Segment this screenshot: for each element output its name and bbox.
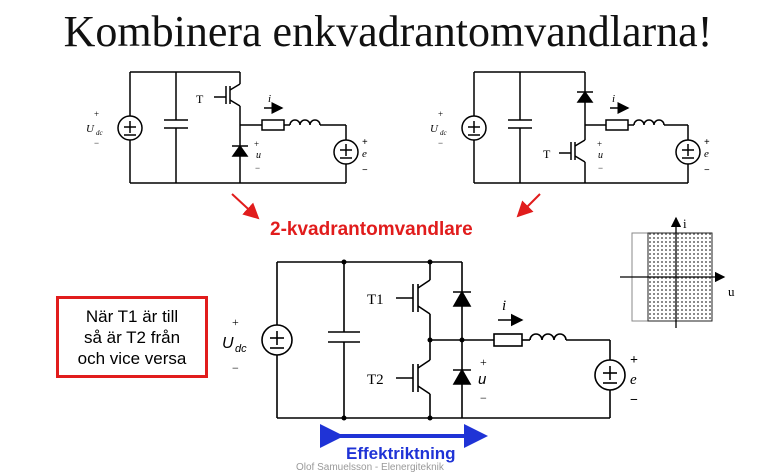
svg-text:−: −	[232, 361, 239, 375]
note-line: så är T2 från	[83, 328, 181, 347]
bottom-source-label: U	[222, 335, 234, 352]
right-voltage-label: u	[598, 150, 603, 161]
bottom-emf-label: e	[630, 372, 637, 388]
right-source-label: U	[430, 123, 439, 135]
bottom-voltage-label: u	[478, 371, 487, 388]
buck-converter-circuit	[117, 71, 359, 184]
svg-text:−: −	[362, 165, 368, 176]
quadrant-y-label: i	[683, 216, 687, 231]
boost-converter-circuit	[461, 71, 701, 184]
right-source-sub: dc	[440, 129, 448, 137]
right-current-label: i	[612, 93, 615, 105]
svg-text:−: −	[94, 138, 99, 148]
svg-text:+: +	[630, 353, 638, 368]
right-switch-label: T	[543, 147, 551, 161]
svg-text:−: −	[255, 163, 260, 173]
svg-text:+: +	[232, 315, 239, 329]
svg-text:+: +	[362, 137, 368, 148]
t1-label: T1	[367, 292, 384, 308]
power-direction-label: Effektriktning	[346, 444, 456, 463]
red-arrow-right	[516, 193, 541, 218]
footer-text: Olof Samuelsson - Elenergiteknik	[296, 462, 444, 473]
red-arrow-left	[231, 193, 260, 220]
right-emf-label: e	[704, 148, 709, 160]
bottom-current-label: i	[502, 298, 506, 314]
svg-text:+: +	[597, 139, 602, 149]
two-quadrant-converter-circuit	[261, 261, 626, 419]
bottom-source-sub: dc	[235, 343, 247, 355]
svg-text:−: −	[480, 391, 487, 405]
svg-text:+: +	[254, 139, 259, 149]
left-voltage-label: u	[256, 150, 261, 161]
note-line: och vice versa	[77, 349, 187, 368]
note-line: När T1 är till	[85, 307, 179, 326]
left-current-label: i	[268, 93, 271, 105]
quadrant-plot: i u	[620, 216, 735, 328]
t2-label: T2	[367, 372, 384, 388]
svg-text:−: −	[438, 138, 443, 148]
left-source-sub: dc	[96, 129, 104, 137]
svg-text:+: +	[480, 355, 487, 369]
left-emf-label: e	[362, 148, 367, 160]
switching-note-box: När T1 är till så är T2 från och vice ve…	[56, 296, 208, 378]
svg-text:−: −	[704, 165, 710, 176]
two-quadrant-label: 2-kvadrantomvandlare	[270, 219, 473, 240]
left-switch-label: T	[196, 92, 204, 106]
quadrant-x-label: u	[728, 284, 735, 299]
svg-text:+: +	[704, 137, 710, 148]
slide-title: Kombinera enkvadrantomvandlarna!	[63, 7, 713, 56]
svg-text:−: −	[598, 163, 603, 173]
svg-text:+: +	[438, 109, 443, 119]
left-source-label: U	[86, 123, 95, 135]
svg-text:−: −	[630, 393, 638, 408]
svg-text:+: +	[94, 109, 99, 119]
